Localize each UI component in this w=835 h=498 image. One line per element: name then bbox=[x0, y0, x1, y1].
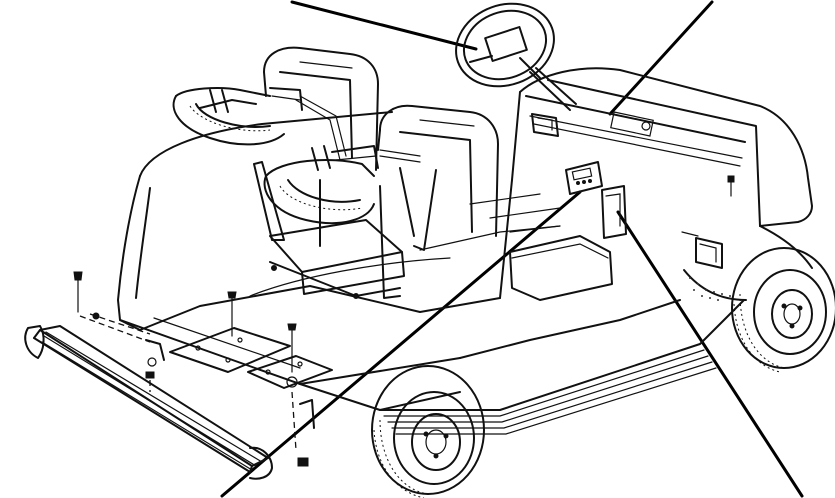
leader-line-key-switch bbox=[616, 210, 804, 498]
cup-holder bbox=[531, 113, 559, 137]
mounting-bolts bbox=[73, 271, 298, 388]
rear-seat-back bbox=[263, 46, 379, 171]
bumper-hardware bbox=[79, 312, 315, 467]
steering-wheel bbox=[455, 2, 577, 111]
bag-holder-upper bbox=[172, 87, 303, 146]
rear-wheel bbox=[371, 365, 485, 498]
side-bracket bbox=[681, 175, 735, 269]
floor-console bbox=[565, 161, 603, 195]
bag-holder-lower bbox=[263, 145, 379, 225]
scorecard-holder bbox=[484, 26, 528, 62]
bumper-texture bbox=[683, 269, 747, 301]
seat-cushion bbox=[269, 219, 405, 299]
cart-body bbox=[117, 111, 745, 435]
glove-compartment bbox=[610, 111, 654, 137]
key-switch-plate bbox=[601, 185, 627, 239]
floor-mat bbox=[169, 327, 333, 389]
front-wheel bbox=[731, 247, 835, 373]
leader-line-steering-wheel bbox=[290, 0, 478, 51]
seat-straps bbox=[295, 95, 421, 163]
front-cowl bbox=[511, 67, 813, 269]
rear-bumper bbox=[24, 325, 273, 480]
front-seat-back bbox=[377, 104, 499, 237]
leader-line-dashboard bbox=[608, 0, 714, 116]
dash-knob bbox=[641, 121, 651, 131]
leader-lines bbox=[220, 0, 804, 498]
leader-line-console bbox=[220, 190, 582, 498]
seat-frame bbox=[253, 161, 437, 299]
